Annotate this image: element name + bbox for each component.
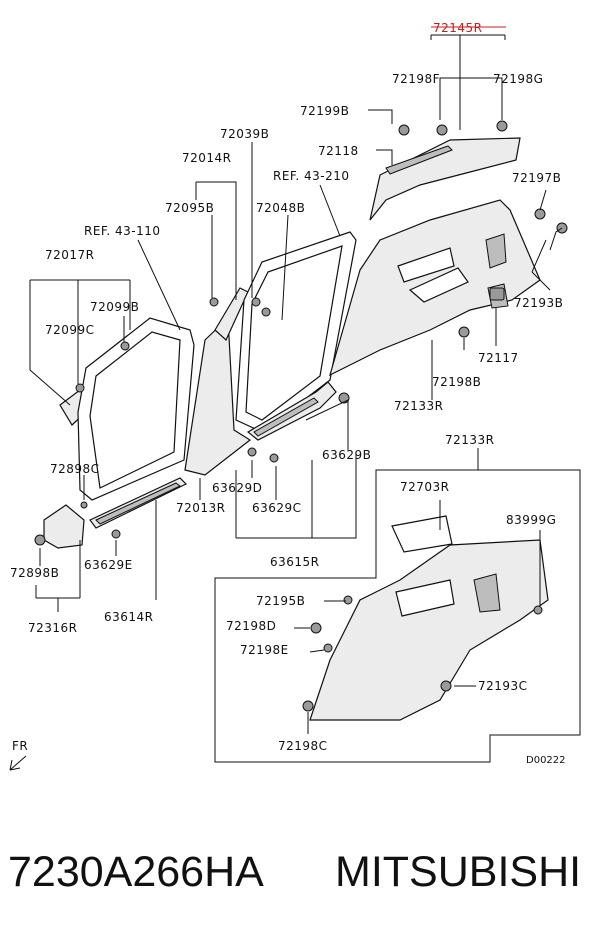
front-door-weatherstrip <box>77 317 195 501</box>
label-72117: 72117 <box>478 351 519 365</box>
label-72316R: 72316R <box>28 621 78 635</box>
part-labels: 72145R 72198F 72198G 72199B 72039B 72118… <box>10 21 566 766</box>
label-72198B: 72198B <box>432 375 481 389</box>
caption-part-number: 7230A266HA <box>8 848 264 896</box>
label-72013R: 72013R <box>176 501 226 515</box>
label-72898B: 72898B <box>10 566 59 580</box>
kick-panel <box>43 504 85 549</box>
label-72198D: 72198D <box>226 619 276 633</box>
center-pillar-lower-trim <box>184 287 252 476</box>
rear-quarter-trim-upper <box>329 199 541 377</box>
label-72099C: 72099C <box>45 323 95 337</box>
label-72198F: 72198F <box>392 72 440 86</box>
label-72133R-top: 72133R <box>394 399 444 413</box>
upper-quarter-trim <box>369 137 521 221</box>
label-72898C: 72898C <box>50 462 100 476</box>
label-63629B: 63629B <box>322 448 371 462</box>
caption-brand: MITSUBISHI <box>335 848 581 896</box>
label-72197B: 72197B <box>512 171 561 185</box>
label-63629C: 63629C <box>252 501 302 515</box>
label-72193B: 72193B <box>514 296 563 310</box>
fasteners <box>34 120 568 712</box>
label-72039B: 72039B <box>220 127 269 141</box>
label-72195B: 72195B <box>256 594 305 608</box>
drawing-code: D00222 <box>526 755 566 766</box>
label-72118: 72118 <box>318 144 359 158</box>
rear-door-weatherstrip <box>235 231 357 433</box>
label-72017R: 72017R <box>45 248 95 262</box>
label-72133R-box: 72133R <box>445 433 495 447</box>
label-72048B: 72048B <box>256 201 305 215</box>
label-72193C: 72193C <box>478 679 528 693</box>
label-72703R: 72703R <box>400 480 450 494</box>
label-ref-43-110: REF. 43-110 <box>84 224 161 238</box>
label-fr: FR <box>12 739 28 753</box>
label-72014R: 72014R <box>182 151 232 165</box>
rear-scuff-plate <box>246 381 337 441</box>
label-72099B: 72099B <box>90 300 139 314</box>
label-63629D: 63629D <box>212 481 262 495</box>
label-ref-43-210: REF. 43-210 <box>273 169 350 183</box>
front-scuff-plate <box>89 477 188 529</box>
label-72198E: 72198E <box>240 643 289 657</box>
label-72095B: 72095B <box>165 201 214 215</box>
label-72199B: 72199B <box>300 104 349 118</box>
rear-quarter-trim-detail <box>309 515 549 721</box>
front-direction-arrow <box>9 755 27 771</box>
label-63614R: 63614R <box>104 610 154 624</box>
label-63629E: 63629E <box>84 558 133 572</box>
label-83999G: 83999G <box>506 513 556 527</box>
label-63615R: 63615R <box>270 555 320 569</box>
leader-lines <box>29 34 581 763</box>
label-72145R: 72145R <box>433 21 483 35</box>
label-72198C: 72198C <box>278 739 328 753</box>
label-72198G: 72198G <box>493 72 543 86</box>
